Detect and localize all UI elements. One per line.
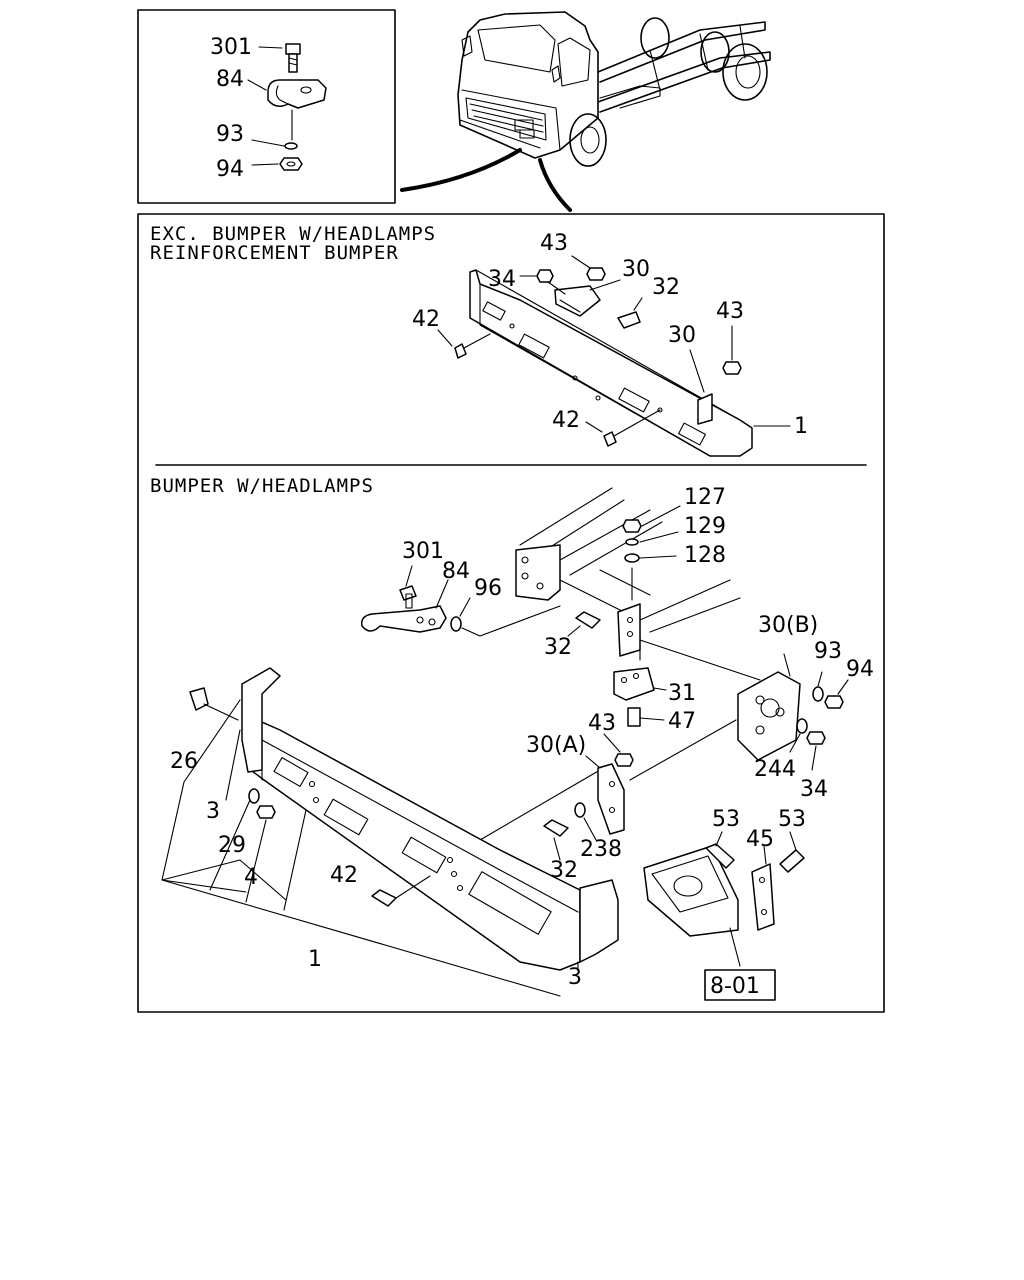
callout-29: 29 [218, 833, 246, 858]
callout-34: 34 [488, 267, 516, 292]
callout-53: 53 [712, 807, 740, 832]
callout-96: 96 [474, 576, 502, 601]
callout-43m: 43 [588, 711, 616, 736]
callout-30A: 30(A) [526, 733, 586, 758]
callout-43: 43 [540, 231, 568, 256]
callout-127: 127 [684, 485, 726, 510]
callout-94: 94 [216, 157, 244, 182]
callout-93: 93 [216, 122, 244, 147]
callout-244: 244 [754, 757, 796, 782]
callout-301m: 301 [402, 539, 444, 564]
callout-84m: 84 [442, 559, 470, 584]
callout-4: 4 [244, 865, 258, 890]
heading-with-headlamps: BUMPER W/HEADLAMPS [150, 475, 374, 497]
heading-exc-line1: EXC. BUMPER W/HEADLAMPS [150, 223, 436, 245]
callout-26: 26 [170, 749, 198, 774]
callout-45: 45 [746, 827, 774, 852]
callout-30B: 30(B) [758, 613, 818, 638]
callout-1: 1 [794, 414, 808, 439]
callout-34m: 34 [800, 777, 828, 802]
callout-84: 84 [216, 67, 244, 92]
callout-238: 238 [580, 837, 622, 862]
callout-42m: 42 [330, 863, 358, 888]
callout-42b: 42 [552, 408, 580, 433]
truck-overview [400, 11, 771, 212]
callout-30: 30 [622, 257, 650, 282]
heading-exc-line2: REINFORCEMENT BUMPER [150, 242, 399, 264]
callout-53b: 53 [778, 807, 806, 832]
callout-3: 3 [206, 799, 220, 824]
reference-box [704, 969, 776, 1001]
headlamp-bumper [161, 487, 849, 997]
callout-1m: 1 [308, 947, 322, 972]
callout-30b: 30 [668, 323, 696, 348]
callout-31: 31 [668, 681, 696, 706]
callout-94m: 94 [846, 657, 874, 682]
callout-32m: 32 [544, 635, 572, 660]
inset-tow-hook [247, 43, 327, 171]
callout-32: 32 [652, 275, 680, 300]
main-frame [137, 213, 885, 1013]
callout-129: 129 [684, 514, 726, 539]
callout-3b: 3 [568, 965, 582, 990]
callout-47: 47 [668, 709, 696, 734]
reference-label: 8-01 [710, 974, 760, 999]
callout-32b: 32 [550, 858, 578, 883]
inset-frame [137, 9, 396, 204]
callout-42: 42 [412, 307, 440, 332]
reinforcement-bumper [437, 255, 791, 457]
callout-128: 128 [684, 543, 726, 568]
callout-301: 301 [210, 35, 252, 60]
callout-93m: 93 [814, 639, 842, 664]
callout-43b: 43 [716, 299, 744, 324]
